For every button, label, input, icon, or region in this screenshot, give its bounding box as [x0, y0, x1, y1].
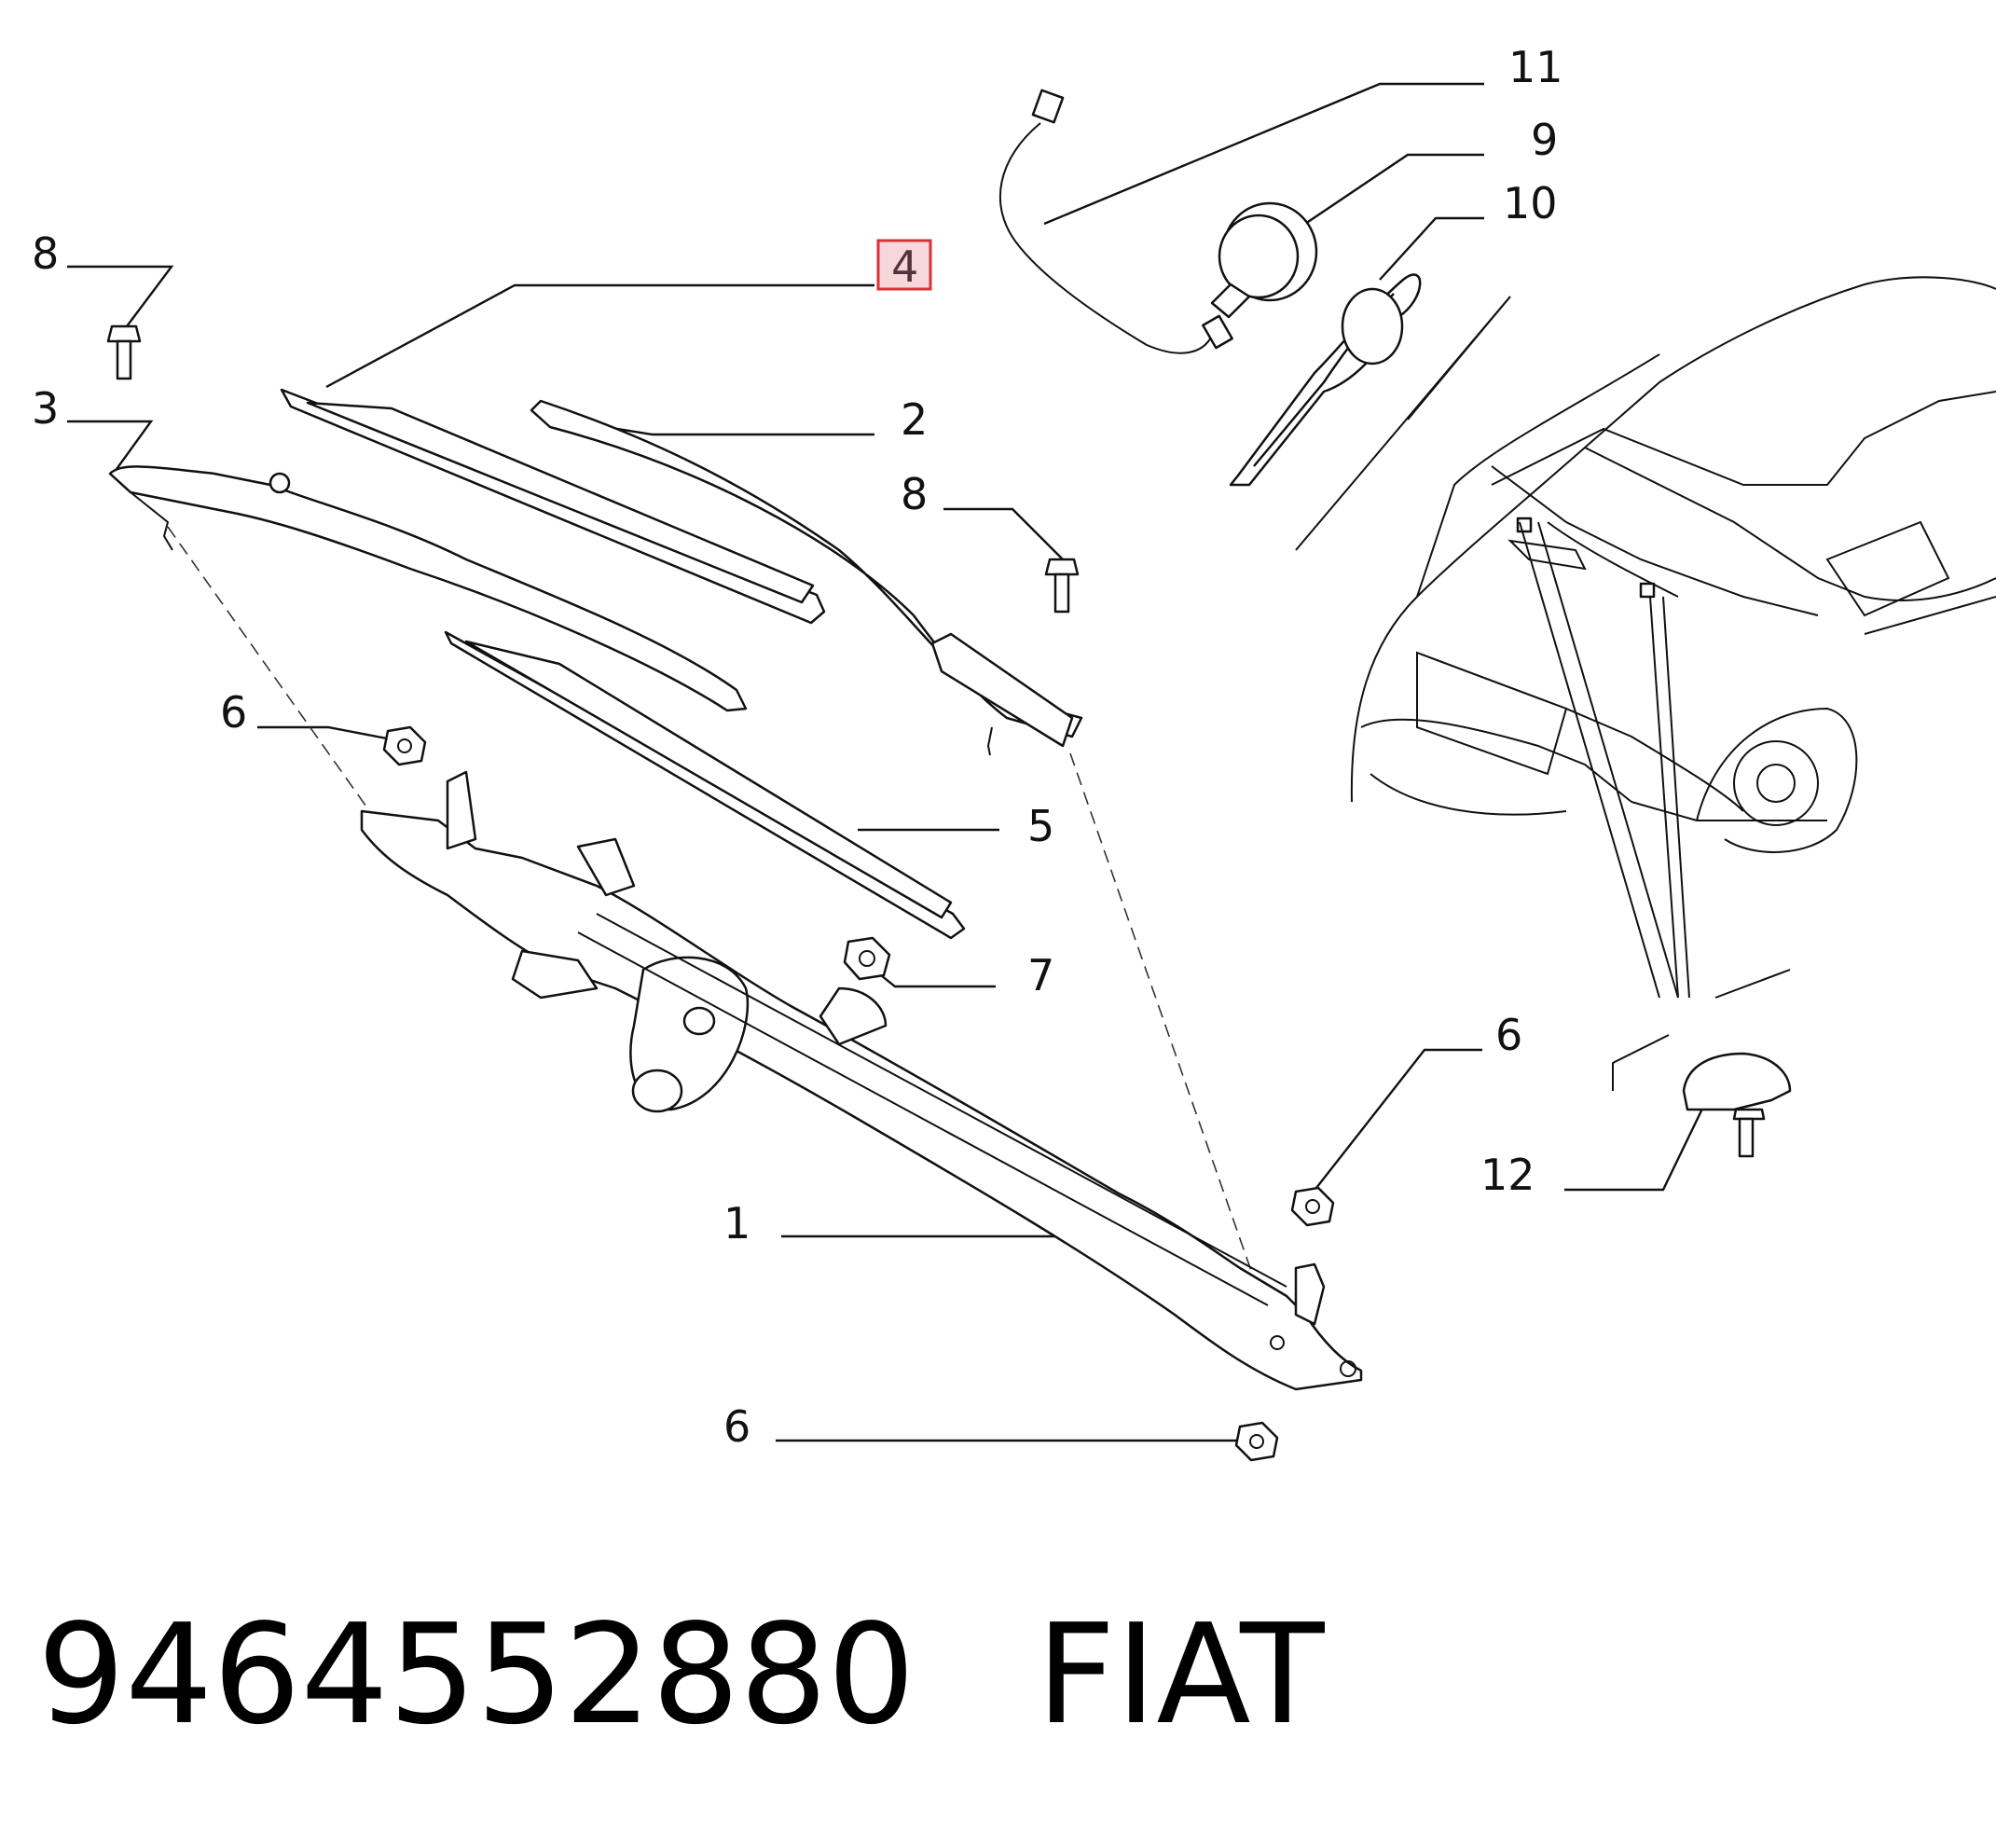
screw-part-a: [106, 324, 142, 380]
washer-jet-part: [1682, 1052, 1792, 1158]
callout-labels: 8 3 4 2 8 11 9 10 6 5 7 6 12 1 6: [32, 42, 1563, 1452]
seal-part: [1229, 273, 1422, 487]
callout-10: 10: [1503, 178, 1558, 228]
wiper-arm-right-part: [530, 399, 1083, 756]
callout-12: 12: [1480, 1150, 1535, 1200]
callout-6-bottom: 6: [723, 1401, 750, 1452]
leader-lines: [67, 82, 1719, 1442]
callout-11: 11: [1508, 42, 1563, 92]
callout-7: 7: [1027, 950, 1054, 1000]
car-illustration: [1295, 276, 1996, 1091]
wiper-blade-lower-part: [444, 630, 966, 940]
washer-jet-cap-part: [1210, 201, 1318, 319]
callout-5: 5: [1027, 801, 1054, 851]
callout-1: 1: [723, 1198, 750, 1248]
nut-part-b: [843, 936, 891, 981]
footer: 9464552880 FIAT: [37, 1606, 1325, 1745]
callout-4-highlight-box: [876, 239, 932, 291]
screw-part-b: [1044, 558, 1080, 614]
callout-6-left: 6: [220, 687, 247, 738]
callout-6-right: 6: [1495, 1010, 1522, 1060]
callout-4: 4: [891, 241, 918, 292]
wiper-linkage-part: [360, 770, 1363, 1391]
nut-part-a: [382, 725, 427, 766]
nut-part-d: [1234, 1421, 1279, 1462]
brand-name: FIAT: [1036, 1594, 1325, 1755]
wiper-blade-top-part: [280, 388, 826, 625]
washer-hose-part: [998, 89, 1233, 354]
callout-9: 9: [1531, 115, 1558, 165]
callout-3: 3: [32, 383, 59, 434]
callout-8-mid: 8: [901, 469, 928, 519]
part-number: 9464552880: [37, 1594, 915, 1755]
nut-part-c: [1290, 1186, 1335, 1227]
callout-2: 2: [901, 394, 928, 445]
wiper-arm-left-part: [108, 465, 748, 712]
callout-8-top: 8: [32, 228, 59, 279]
